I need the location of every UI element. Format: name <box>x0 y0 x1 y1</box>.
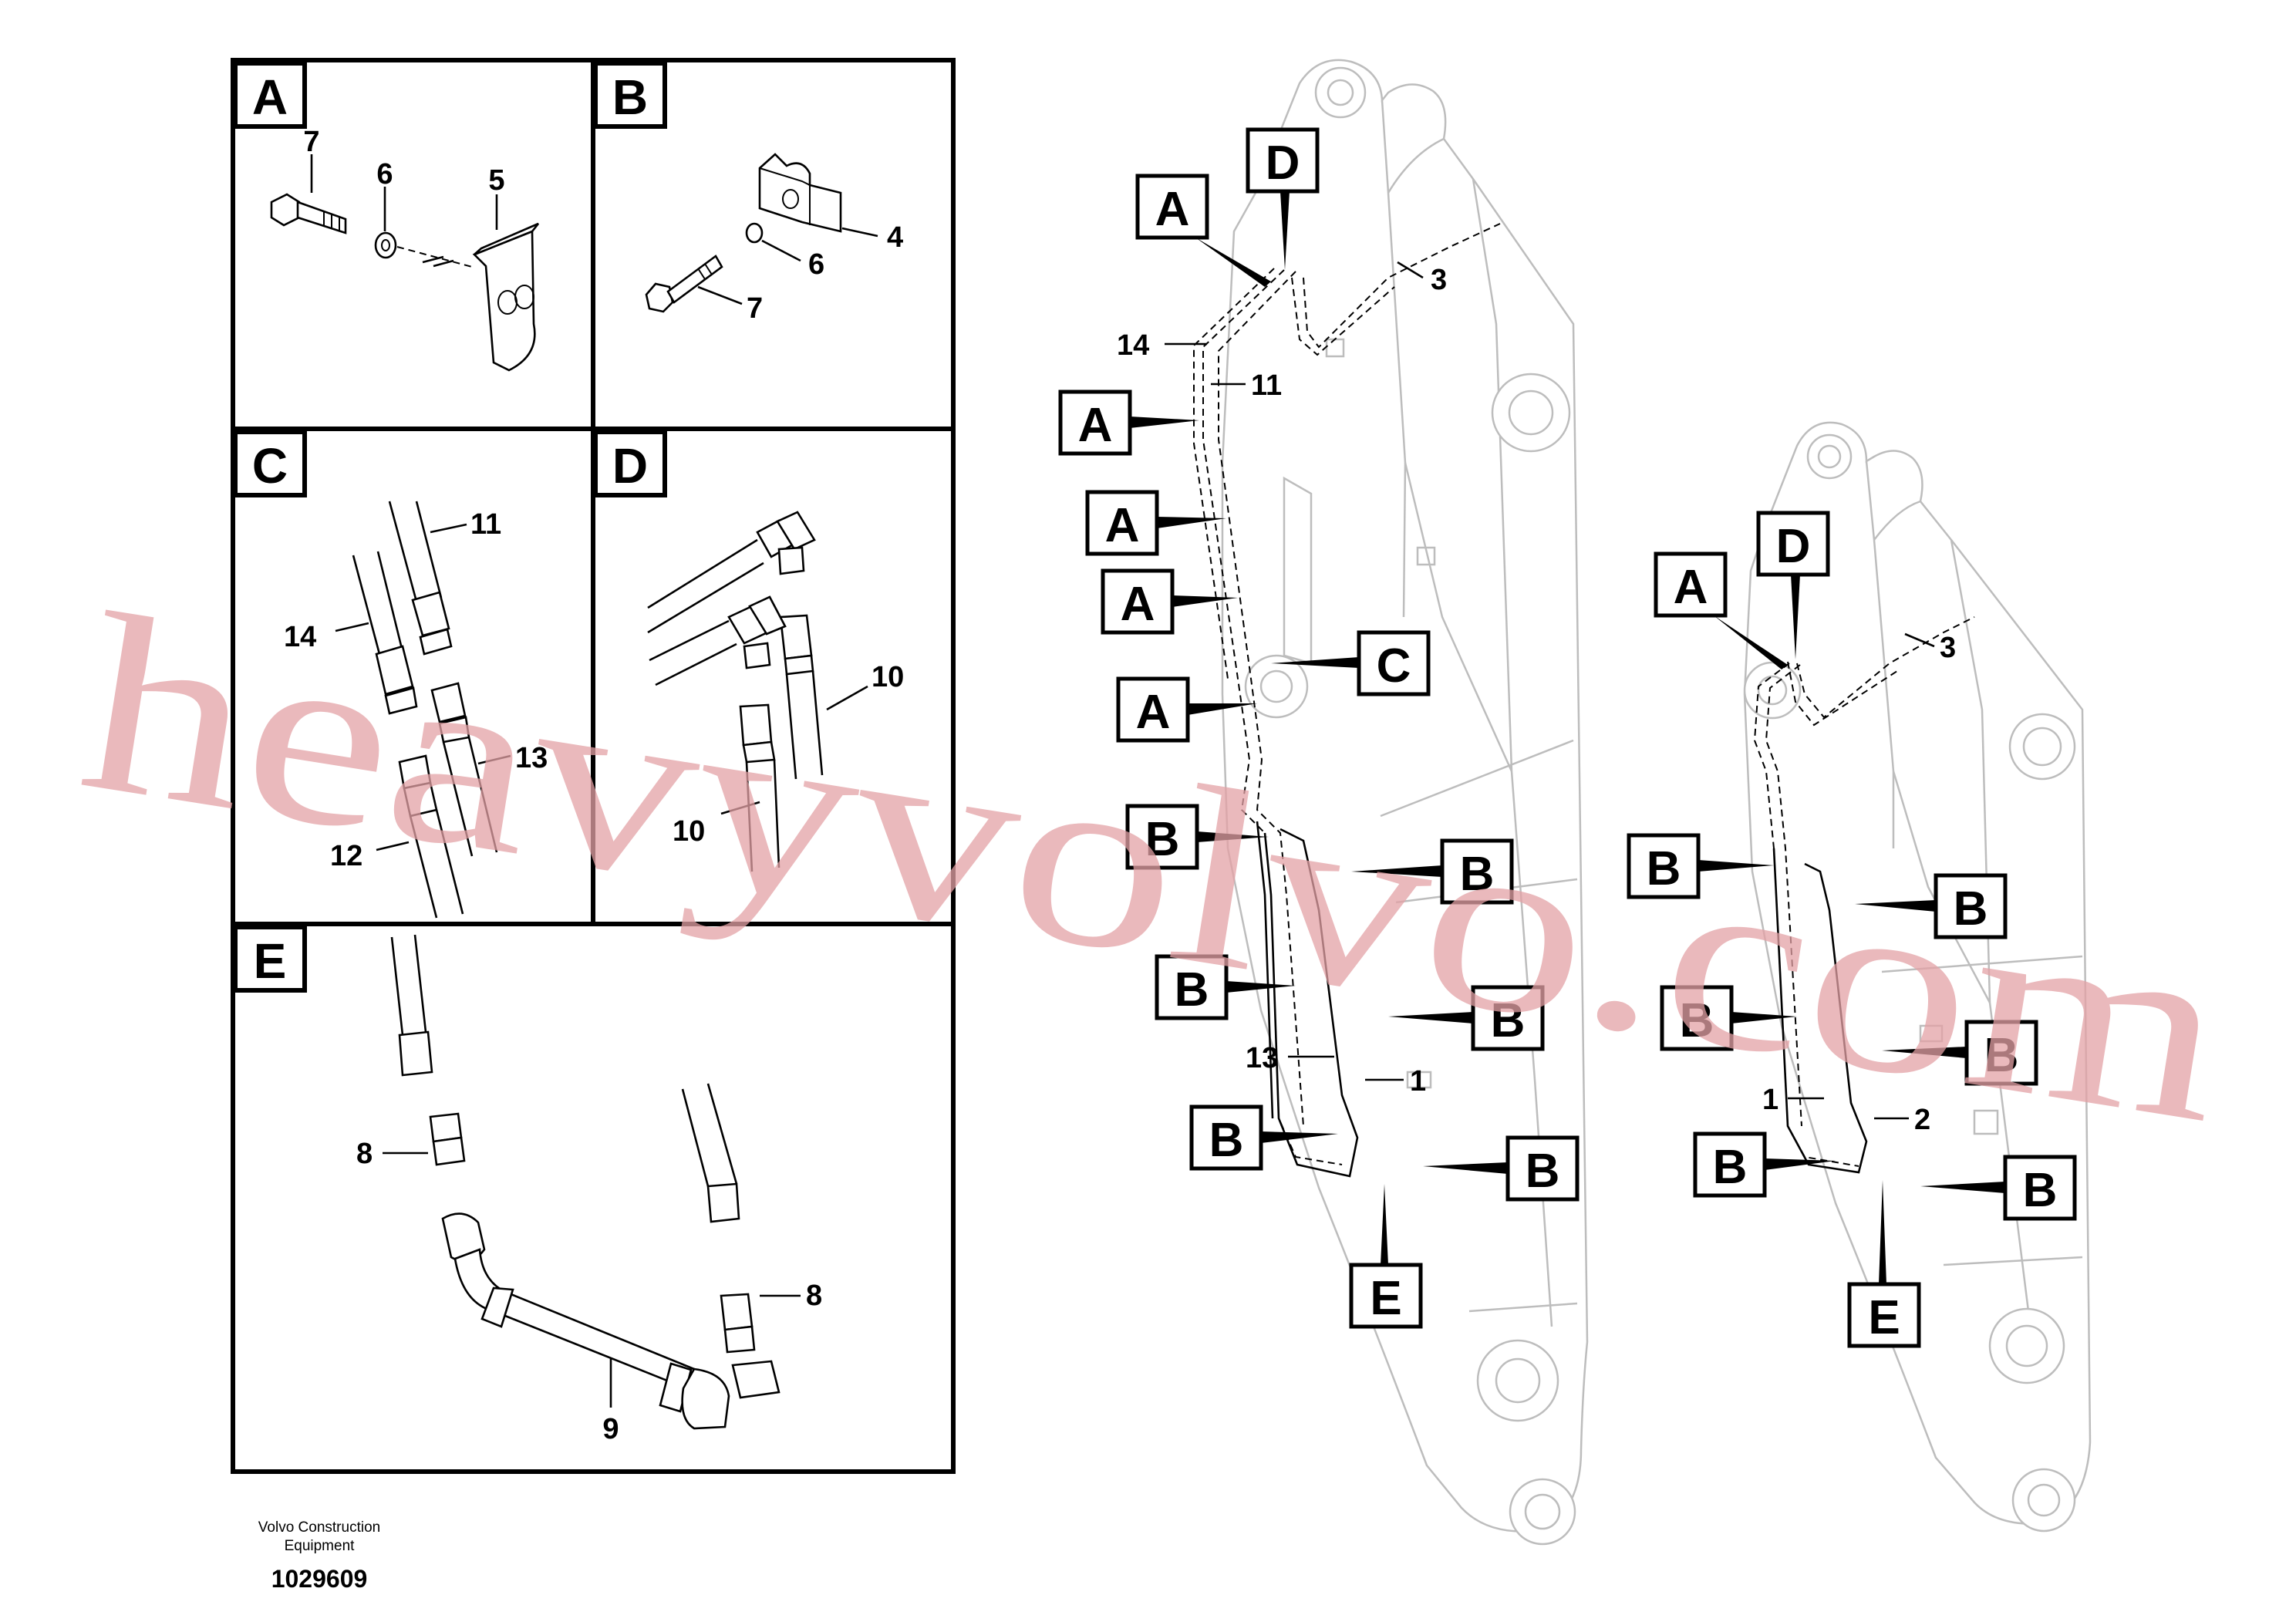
boom-right-callout-1: 1 <box>1762 1084 1778 1116</box>
bolt-part-7b <box>645 255 723 313</box>
callout-7: 7 <box>303 126 319 158</box>
panel-c-letter: C <box>252 438 288 494</box>
box-e-1: E <box>1370 1272 1401 1325</box>
callout-14: 14 <box>284 621 316 653</box>
company-name-line2: Equipment <box>285 1538 356 1554</box>
callout-7-b: 7 <box>747 292 763 325</box>
callout-6: 6 <box>376 158 393 191</box>
box-b-r5: B <box>1713 1141 1748 1194</box>
box-b-6: B <box>1526 1145 1560 1198</box>
box-e-r1: E <box>1868 1291 1900 1344</box>
box-b-4: B <box>1491 994 1526 1047</box>
boom-right-callout-3: 3 <box>1940 632 1956 664</box>
boom-left-callouts: A D A A A C A B B B B B <box>1058 127 1580 1329</box>
callout-6-b: 6 <box>808 248 824 281</box>
callout-8-right: 8 <box>806 1280 822 1312</box>
callout-8-left: 8 <box>356 1138 373 1170</box>
box-a-1: A <box>1155 183 1190 236</box>
boom-left-callout-3: 3 <box>1431 264 1447 296</box>
callout-5: 5 <box>488 164 504 197</box>
box-b-r1: B <box>1647 842 1681 895</box>
box-a-2: A <box>1078 399 1113 452</box>
panel-a-letter: A <box>252 69 288 125</box>
boom-left-callout-11: 11 <box>1251 369 1282 402</box>
box-b-5: B <box>1209 1114 1244 1167</box>
footer: Volvo Construction Equipment 1029609 <box>258 1519 380 1593</box>
clamp-plate-part-5 <box>472 222 540 372</box>
company-name-line1: Volvo Construction <box>258 1519 380 1536</box>
panel-c: C 11 14 13 12 <box>233 430 548 919</box>
callout-10-lower: 10 <box>673 815 705 848</box>
box-c-1: C <box>1377 639 1411 693</box>
box-d-r1: D <box>1776 520 1811 573</box>
drawing-number: 1029609 <box>271 1565 368 1593</box>
panel-d-letter: D <box>612 438 648 494</box>
boom-right-callout-2: 2 <box>1914 1104 1930 1136</box>
box-d-1: D <box>1266 137 1300 190</box>
boom-right-callouts: A D B B B B B B E 3 1 2 <box>1627 511 2077 1348</box>
boom-left-callout-1: 1 <box>1410 1065 1426 1098</box>
box-a-5: A <box>1136 686 1171 739</box>
box-a-3: A <box>1105 499 1140 552</box>
callout-10-upper: 10 <box>872 661 904 693</box>
box-b-r3: B <box>1680 994 1714 1047</box>
box-b-2: B <box>1460 848 1495 901</box>
box-b-r4: B <box>1984 1029 2019 1082</box>
washer-part-6b <box>745 222 764 244</box>
panel-b: B 4 6 7 <box>593 61 903 325</box>
callout-13: 13 <box>515 742 548 774</box>
box-a-4: A <box>1121 578 1155 631</box>
clamp-block-part-4 <box>758 153 842 233</box>
panel-b-letter: B <box>612 69 648 125</box>
bolt-part-7 <box>270 193 347 234</box>
callout-9: 9 <box>602 1413 619 1445</box>
panel-d: D 10 10 <box>593 430 904 872</box>
box-b-r6: B <box>2023 1164 2058 1217</box>
callout-11: 11 <box>470 508 501 541</box>
boom-left-hoses <box>1193 223 1501 1178</box>
boom-right-hoses <box>1753 616 1975 1174</box>
box-a-r1: A <box>1674 561 1708 614</box>
panel-e: E 8 8 9 <box>233 925 822 1445</box>
box-b-1: B <box>1145 813 1180 866</box>
box-b-r2: B <box>1954 882 1988 936</box>
box-b-3: B <box>1175 963 1209 1017</box>
callout-12: 12 <box>330 840 362 872</box>
panel-a: A 7 6 5 <box>233 61 540 372</box>
panel-e-letter: E <box>254 933 287 989</box>
washer-part-6 <box>374 231 397 259</box>
boom-left-callout-13: 13 <box>1246 1042 1278 1074</box>
boom-left-callout-14: 14 <box>1117 329 1149 362</box>
callout-4: 4 <box>887 221 903 254</box>
